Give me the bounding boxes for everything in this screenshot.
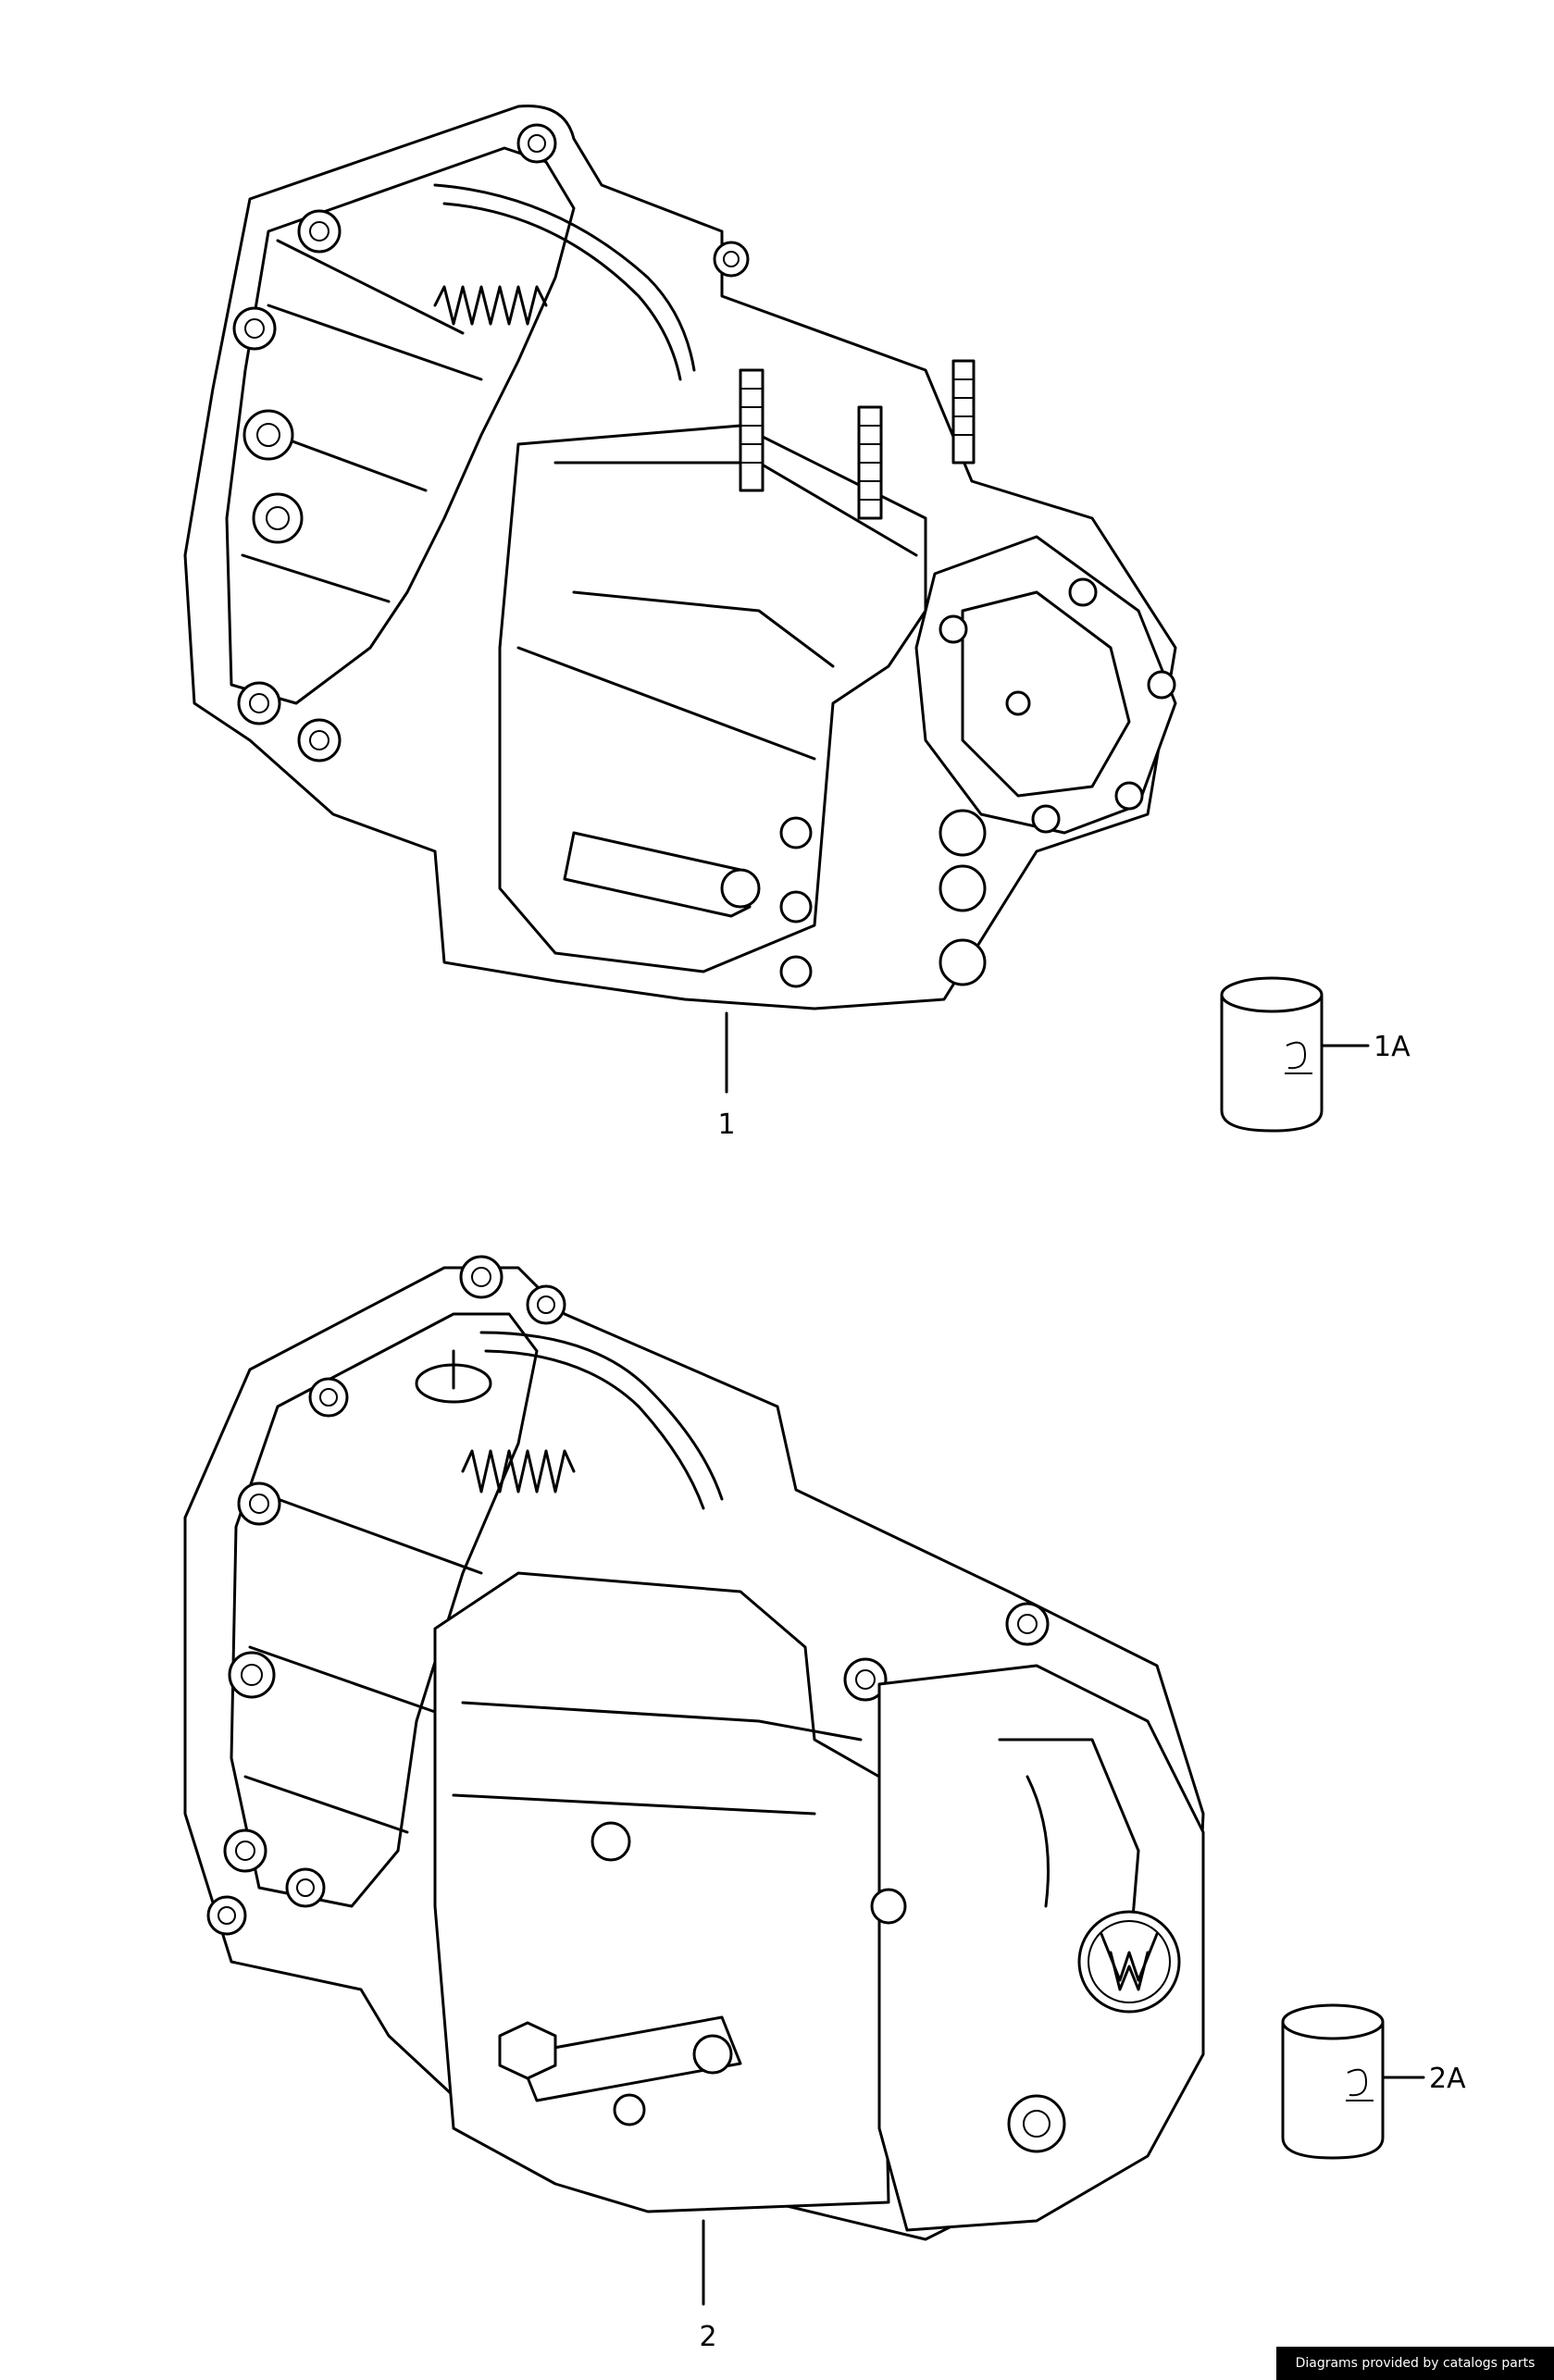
- gearbox-assembly-2[interactable]: [183, 1255, 1205, 2306]
- plug: [779, 890, 813, 923]
- bolt-head: [939, 614, 968, 644]
- stud: [857, 405, 883, 520]
- bolt-boss: [228, 1651, 276, 1699]
- oil-can-2a[interactable]: [1281, 2003, 1425, 2160]
- bolt-head: [1114, 781, 1144, 811]
- plug: [1007, 2094, 1066, 2153]
- bolt-head: [1068, 577, 1098, 607]
- plug: [779, 955, 813, 988]
- plug: [939, 809, 987, 857]
- plug: [939, 864, 987, 912]
- bolt-head: [1005, 690, 1031, 716]
- bolt-boss: [237, 1481, 281, 1526]
- gearbox-assembly-1[interactable]: [183, 104, 1177, 1094]
- bolt-boss: [516, 123, 557, 164]
- bolt-boss: [297, 718, 342, 762]
- plug: [779, 816, 813, 849]
- bolt-boss: [526, 1284, 566, 1325]
- bolt-boss: [1005, 1602, 1050, 1646]
- bolt-boss: [297, 209, 342, 254]
- bolt-boss: [285, 1867, 326, 1908]
- bolt-boss: [308, 1377, 349, 1418]
- bolt-boss: [232, 306, 277, 351]
- plug: [939, 938, 987, 986]
- callout-2: 2: [699, 2321, 716, 2353]
- oil-can-1a[interactable]: [1220, 976, 1370, 1133]
- stud: [739, 368, 765, 492]
- bolt-head: [1031, 804, 1061, 834]
- bolt-boss: [223, 1828, 267, 1873]
- bolt-boss: [237, 681, 281, 725]
- vw-logo-icon: [1077, 1910, 1181, 2014]
- bolt-boss: [843, 1657, 888, 1702]
- bolt-boss: [713, 241, 750, 278]
- callout-2a: 2A: [1429, 2063, 1466, 2095]
- bolt-boss: [252, 492, 304, 544]
- bolt-head: [1147, 670, 1176, 700]
- stud: [951, 359, 976, 465]
- bolt-boss: [459, 1255, 503, 1299]
- attribution-watermark[interactable]: Diagrams provided by catalogs parts: [1276, 2347, 1554, 2380]
- callout-1a: 1A: [1374, 1031, 1411, 1063]
- bolt-boss: [206, 1895, 247, 1936]
- callout-1: 1: [717, 1109, 735, 1141]
- bolt-boss: [242, 409, 294, 461]
